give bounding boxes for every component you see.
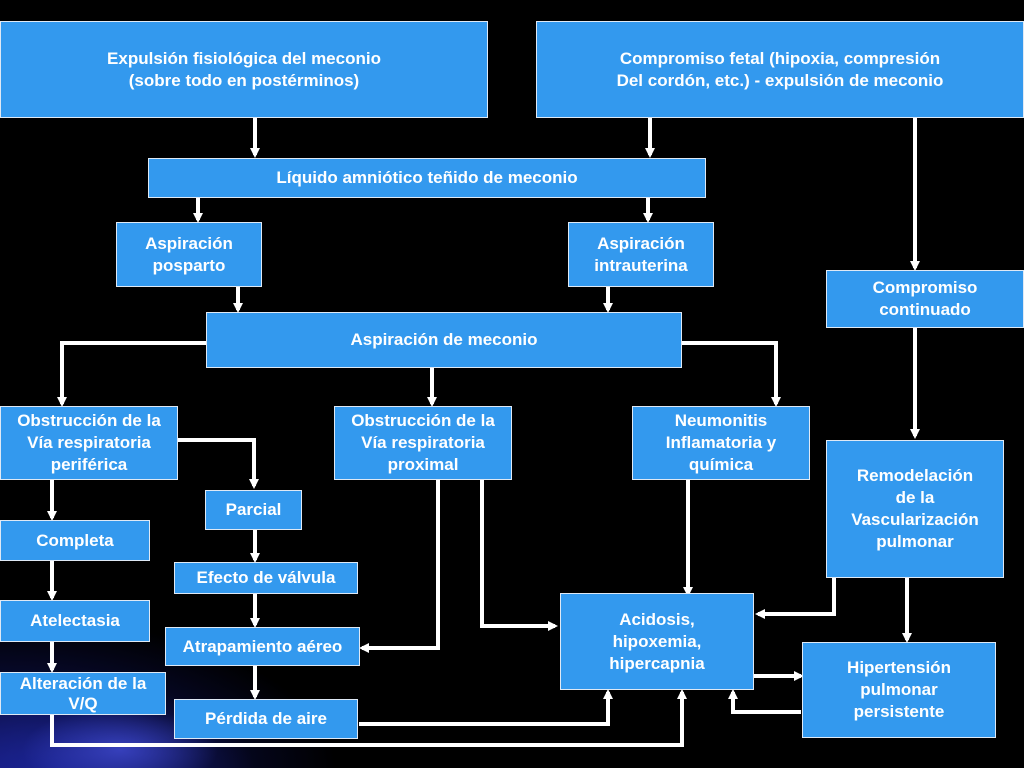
arrow-aspiracion-to-periferica [57, 341, 206, 407]
box-perdida-aire: Pérdida de aire [174, 699, 358, 739]
box-expulsion-fisiologica: Expulsión fisiológica del meconio (sobre… [0, 21, 488, 118]
box-aspiracion-meconio: Aspiración de meconio [206, 312, 682, 368]
arrow-periferica-to-parcial [178, 438, 259, 489]
box-hipertension-pulmonar: Hipertensión pulmonar persistente [802, 642, 996, 738]
box-obstruccion-proximal: Obstrucción de la Vía respiratoria proxi… [334, 406, 512, 480]
box-compromiso-fetal: Compromiso fetal (hipoxia, compresión De… [536, 21, 1024, 118]
box-aspiracion-posparto: Aspiración posparto [116, 222, 262, 287]
arrow-proximal-to-acidosis [480, 480, 558, 631]
box-remodelacion: Remodelación de la Vascularización pulmo… [826, 440, 1004, 578]
box-aspiracion-intrauterina: Aspiración intrauterina [568, 222, 714, 287]
box-obstruccion-periferica: Obstrucción de la Vía respiratoria perif… [0, 406, 178, 480]
box-neumonitis: Neumonitis Inflamatoria y química [632, 406, 810, 480]
box-alteracion-vq: Alteración de la V/Q [0, 672, 166, 715]
box-completa: Completa [0, 520, 150, 561]
arrow-remodelacion-to-acidosis [755, 578, 836, 619]
box-compromiso-continuado: Compromiso continuado [826, 270, 1024, 328]
box-atelectasia: Atelectasia [0, 600, 150, 642]
box-parcial: Parcial [205, 490, 302, 530]
box-acidosis: Acidosis, hipoxemia, hipercapnia [560, 593, 754, 690]
arrow-proximal-to-atrapamiento [359, 480, 440, 653]
box-efecto-valvula: Efecto de válvula [174, 562, 358, 594]
box-liquido-amniotico: Líquido amniótico teñido de meconio [148, 158, 706, 198]
arrow-hipertension-to-acidosis [728, 689, 801, 714]
box-atrapamiento-aereo: Atrapamiento aéreo [165, 627, 360, 666]
arrow-aspiracion-to-neumonitis [682, 341, 781, 407]
arrow-perdida-to-acidosis [359, 689, 613, 726]
arrow-alteracion-to-acidosis [50, 689, 687, 747]
